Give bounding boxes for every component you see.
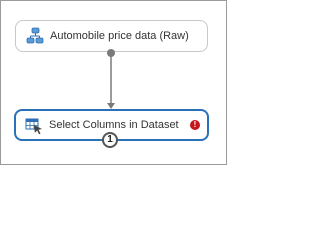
connector-arrow-icon <box>107 103 115 109</box>
experiment-canvas[interactable]: Automobile price data (Raw) Select Colum… <box>0 0 227 165</box>
connector-line <box>107 53 115 109</box>
table-select-icon <box>25 118 42 135</box>
output-port[interactable] <box>107 49 115 57</box>
error-icon[interactable]: ! <box>190 120 200 130</box>
input-port-badge[interactable]: 1 <box>102 132 118 148</box>
module-automobile-price-data[interactable]: Automobile price data (Raw) <box>15 20 208 52</box>
dataset-icon <box>26 27 44 44</box>
module-label: Automobile price data (Raw) <box>50 30 189 42</box>
module-label: Select Columns in Dataset <box>49 119 179 131</box>
